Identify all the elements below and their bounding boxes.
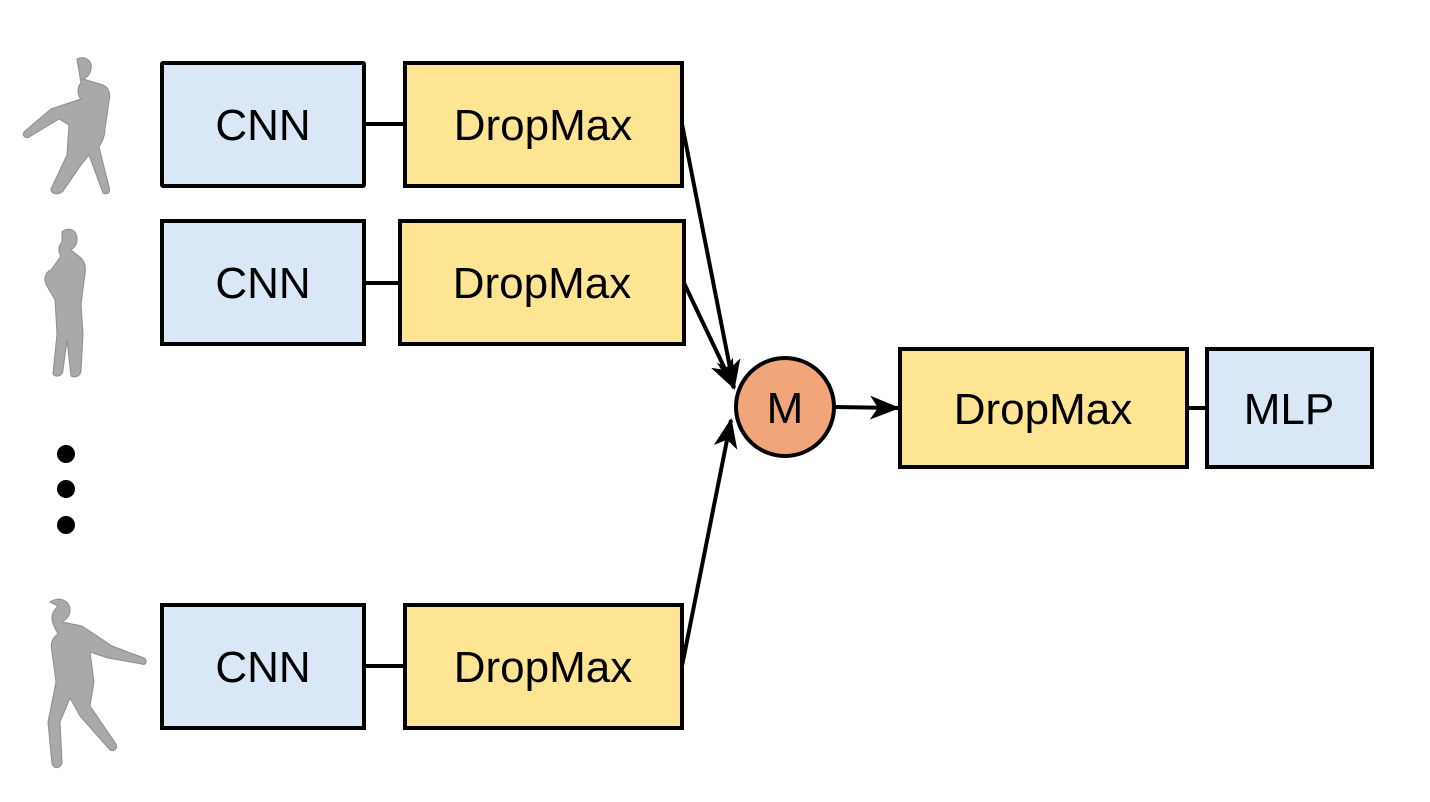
arrow-branch-3	[680, 418, 738, 667]
arrow-to-output	[833, 395, 900, 420]
merge-arrows	[680, 123, 741, 667]
dropmax-box	[403, 603, 684, 730]
cnn-label: CNN	[215, 101, 310, 150]
output-dropmax-box	[898, 347, 1189, 469]
branch-1: CNN DropMax	[22, 57, 684, 195]
vertical-ellipsis-icon	[57, 445, 75, 534]
cnn-label: CNN	[215, 259, 310, 308]
output-head: DropMax MLP	[898, 347, 1374, 469]
cnn-box	[160, 219, 366, 346]
branch-2: CNN DropMax	[44, 219, 686, 378]
dropmax-box	[398, 219, 686, 346]
branch-3: CNN DropMax	[47, 598, 684, 769]
merge-label: M	[767, 384, 804, 433]
mlp-label: MLP	[1244, 385, 1334, 434]
mlp-box	[1205, 347, 1374, 469]
human-pose-rifle-icon	[22, 57, 111, 195]
arrow-branch-1	[680, 123, 741, 390]
dropmax-box	[403, 61, 684, 188]
dropmax-label: DropMax	[453, 259, 632, 308]
human-pose-rifle-icon	[47, 598, 147, 769]
human-pose-standing-icon	[44, 228, 86, 378]
dropmax-label: DropMax	[454, 101, 633, 150]
cnn-label: CNN	[215, 643, 310, 692]
merge-node: M	[734, 356, 836, 458]
output-dropmax-label: DropMax	[954, 385, 1133, 434]
arrow-branch-2	[682, 282, 736, 390]
dropmax-label: DropMax	[454, 643, 633, 692]
